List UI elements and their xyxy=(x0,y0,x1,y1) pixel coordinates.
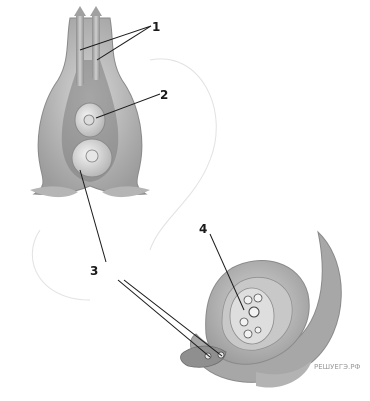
embryo-cell-c xyxy=(249,307,259,317)
embryo-cell-b xyxy=(254,294,262,302)
embryo-cell-f xyxy=(255,327,261,333)
upper-cell-2-nucleus xyxy=(84,115,94,125)
upper-egg-nucleus xyxy=(86,150,98,162)
neck-channel-right xyxy=(92,14,100,80)
embryo-cell-e xyxy=(244,330,252,338)
callout-3: 3 xyxy=(90,264,98,278)
callout-1: 1 xyxy=(152,20,160,34)
watermark: РЕШУЕГЭ.РФ xyxy=(314,363,360,371)
embryo-cell-a xyxy=(244,296,252,304)
leader-3b xyxy=(118,280,210,357)
neck-tip-left xyxy=(74,6,86,16)
embryo-cell-d xyxy=(240,318,248,326)
callout-2: 2 xyxy=(160,88,168,102)
neck-tip-right xyxy=(90,6,102,16)
upper-structure xyxy=(30,6,150,197)
callout-4: 4 xyxy=(199,222,207,236)
